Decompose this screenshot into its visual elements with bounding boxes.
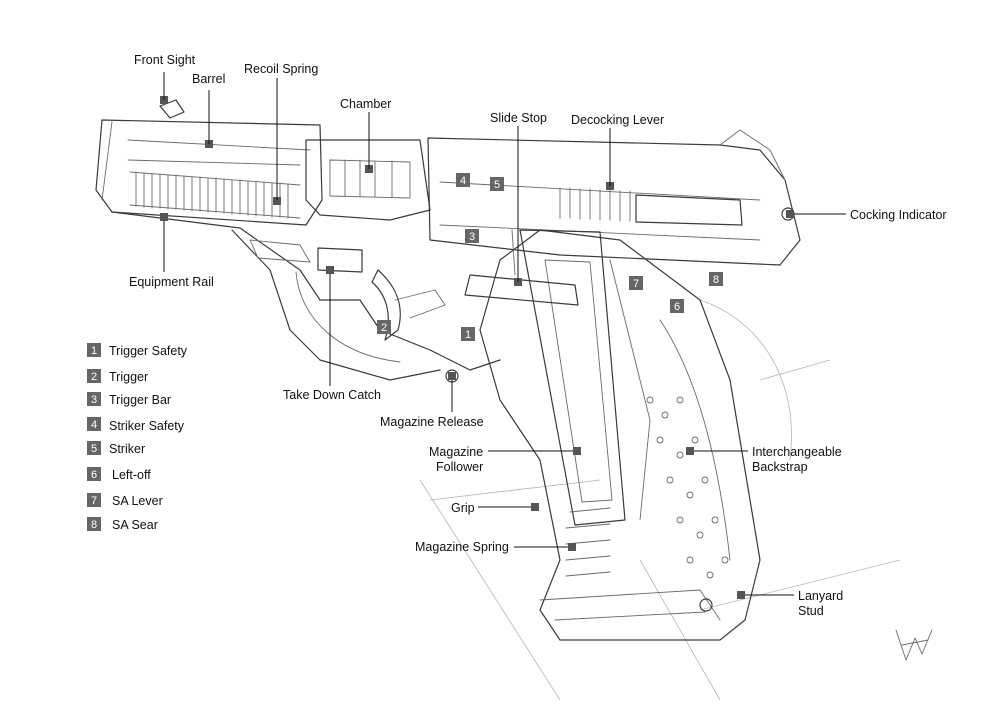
callout-interchangeable-backstrap: Interchangeable Backstrap [686,445,842,474]
label-take-down-catch: Take Down Catch [283,388,381,402]
svg-text:6: 6 [674,301,680,313]
label-slide-stop: Slide Stop [490,111,547,125]
svg-text:4: 4 [91,419,97,431]
label-recoil-spring: Recoil Spring [244,62,318,76]
legend-label: Trigger Safety [109,344,188,358]
callout-slide-stop: Slide Stop [490,111,547,286]
legend-item-trigger-bar: 3 Trigger Bar [87,392,171,407]
artist-signature [895,629,933,661]
label-magazine-follower-line1: Magazine [429,445,483,459]
callout-magazine-follower: Magazine Follower [429,445,581,474]
legend-item-trigger: 2 Trigger [87,369,148,384]
callout-equipment-rail: Equipment Rail [129,213,214,289]
callout-magazine-release: Magazine Release [380,372,484,429]
label-lanyard-stud-line2: Stud [798,604,824,618]
callout-grip: Grip [451,501,539,515]
svg-text:3: 3 [469,231,475,243]
callout-number-2: 2 [377,320,391,334]
svg-text:7: 7 [91,495,97,507]
callout-lanyard-stud: Lanyard Stud [737,589,843,618]
label-magazine-follower-line2: Follower [436,460,483,474]
label-lanyard-stud-line1: Lanyard [798,589,843,603]
callout-number-6: 6 [670,299,684,313]
legend-item-trigger-safety: 1 Trigger Safety [87,343,188,358]
legend-item-sa-sear: 8 SA Sear [87,517,158,532]
label-cocking-indicator: Cocking Indicator [850,208,947,222]
callout-take-down-catch: Take Down Catch [283,266,381,402]
grip-texture [646,396,729,579]
callout-number-8: 8 [709,272,723,286]
svg-text:8: 8 [91,519,97,531]
legend-label: SA Sear [112,518,158,532]
legend-item-sa-lever: 7 SA Lever [87,493,163,508]
svg-text:3: 3 [91,394,97,406]
label-grip: Grip [451,501,475,515]
label-backstrap-line1: Interchangeable [752,445,842,459]
label-barrel: Barrel [192,72,225,86]
legend-label: Striker [109,442,145,456]
legend-label: Striker Safety [109,419,185,433]
svg-text:6: 6 [91,469,97,481]
legend-label: Left-off [112,468,151,482]
svg-text:8: 8 [713,274,719,286]
background-sketch-lines [419,299,901,701]
svg-text:2: 2 [381,322,387,334]
callout-number-4: 4 [456,173,470,187]
label-chamber: Chamber [340,97,391,111]
numbered-callouts: 1 2 3 4 5 6 7 8 [377,173,723,341]
callout-number-1: 1 [461,327,475,341]
svg-text:5: 5 [91,443,97,455]
svg-text:2: 2 [91,371,97,383]
svg-text:1: 1 [465,329,471,341]
callout-front-sight: Front Sight [134,53,196,104]
pistol-line-art [95,99,801,641]
legend-item-striker-safety: 4 Striker Safety [87,417,185,433]
callout-number-7: 7 [629,276,643,290]
label-front-sight: Front Sight [134,53,196,67]
svg-text:5: 5 [494,179,500,191]
svg-text:4: 4 [460,175,466,187]
label-decocking-lever: Decocking Lever [571,113,664,127]
legend-label: Trigger Bar [109,393,171,407]
label-magazine-spring: Magazine Spring [415,540,509,554]
callout-number-5: 5 [490,177,504,191]
legend: 1 Trigger Safety 2 Trigger 3 Trigger Bar… [87,343,188,532]
legend-label: Trigger [109,370,148,384]
legend-label: SA Lever [112,494,163,508]
callout-barrel: Barrel [192,72,225,148]
callout-recoil-spring: Recoil Spring [244,62,318,205]
label-backstrap-line2: Backstrap [752,460,808,474]
svg-text:1: 1 [91,345,97,357]
label-magazine-release: Magazine Release [380,415,484,429]
callout-chamber: Chamber [340,97,391,173]
legend-item-left-off: 6 Left-off [87,467,151,482]
recoil-spring-coils [129,171,301,219]
callout-number-3: 3 [465,229,479,243]
svg-text:7: 7 [633,278,639,290]
label-equipment-rail: Equipment Rail [129,275,214,289]
callout-magazine-spring: Magazine Spring [415,540,576,554]
callout-decocking-lever: Decocking Lever [571,113,664,190]
callout-cocking-indicator: Cocking Indicator [786,208,947,222]
legend-item-striker: 5 Striker [87,441,145,456]
